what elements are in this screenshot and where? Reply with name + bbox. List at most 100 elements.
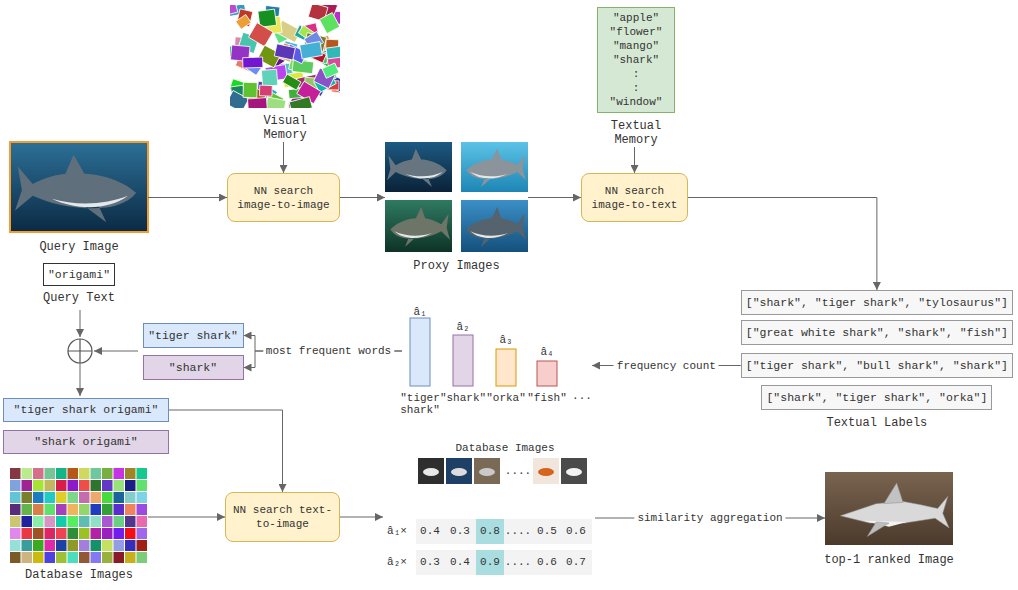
- shark-figure: [390, 207, 450, 247]
- search-box: NN search text-to-image: [225, 492, 340, 542]
- flow-connector: [634, 147, 635, 173]
- grid-photo: [68, 552, 79, 563]
- thumbnail-object: [479, 468, 495, 476]
- group-caption: Textual Labels: [826, 416, 927, 430]
- grid-photo: [33, 492, 44, 503]
- database-images: Database Images: [10, 468, 148, 582]
- search-label: NN search image-to-text: [588, 184, 681, 212]
- grid-photo: [45, 540, 56, 551]
- image-caption: top-1 ranked Image: [824, 553, 954, 567]
- word-label: "tiger shark origami": [14, 403, 159, 417]
- grid-photo: [137, 492, 148, 503]
- flow-connector: [528, 197, 581, 198]
- chart-text: 0.9: [480, 556, 500, 568]
- sum-operator: [68, 339, 92, 363]
- chart-text: â₂×: [387, 556, 407, 568]
- shark-figure: [466, 207, 526, 247]
- grid-photo: [45, 516, 56, 527]
- collage-photo: [319, 13, 339, 34]
- frequency-bar: [496, 349, 516, 386]
- illustrations: [10, 0, 953, 575]
- grid-photo: [68, 480, 79, 491]
- collage-photo: [243, 57, 263, 68]
- sum-plus: [68, 339, 92, 363]
- grid-photo: [91, 480, 102, 491]
- query-box: "tiger shark origami": [3, 398, 169, 422]
- shark-belly: [470, 172, 508, 178]
- grid-photo: [10, 504, 21, 515]
- label-list: ["tiger shark", "bull shark", "shark"]: [741, 353, 1013, 378]
- grid-photo: [10, 528, 21, 539]
- grid-photo: [102, 540, 113, 551]
- grid-photo: [91, 504, 102, 515]
- chart-text: ...: [572, 390, 592, 402]
- grid-photo: [33, 480, 44, 491]
- search-label: NN search text-to-image: [232, 503, 333, 531]
- word-label: ["great white shark", "shark", "fish"]: [746, 326, 1008, 340]
- grid-photo: [125, 552, 136, 563]
- word-label: ["shark", "tiger shark", "orka"]: [766, 391, 987, 405]
- flow-connector: [169, 410, 283, 492]
- thumbnail: [561, 458, 587, 484]
- grid-photo: [10, 492, 21, 503]
- grid-photo: [79, 552, 90, 563]
- thumbnail-photo: [561, 458, 587, 484]
- grid-photo: [22, 540, 33, 551]
- edge-label: frequency count: [614, 359, 719, 373]
- grid-photo: [125, 528, 136, 539]
- similarity-grid: [416, 458, 592, 575]
- grid-photo: [68, 540, 79, 551]
- thumbnail-photo: [474, 458, 500, 484]
- grid-photo: [56, 516, 67, 527]
- grid-photo: [137, 480, 148, 491]
- grid-photo: [33, 528, 44, 539]
- grid-photo: [125, 468, 136, 479]
- origami-photo: [825, 472, 953, 545]
- grid-photo: [22, 504, 33, 515]
- grid-photo: [91, 528, 102, 539]
- grid-photo: [10, 552, 21, 563]
- grid-photo: [91, 492, 102, 503]
- collage-photo: [248, 23, 273, 47]
- shark-body: [15, 155, 136, 222]
- label-list: ["shark", "tiger shark", "orka"]: [761, 385, 992, 410]
- origami-fin: [867, 522, 889, 537]
- grid-photo: [22, 516, 33, 527]
- grid-photo: [33, 468, 44, 479]
- query-image: Query Image: [10, 142, 148, 254]
- flow-connector: [148, 197, 227, 198]
- chart-text: 0.6: [566, 525, 586, 537]
- grid-photo: [137, 504, 148, 515]
- grid-photo: [114, 540, 125, 551]
- highlight-cell: [476, 550, 504, 575]
- memory-shape: "apple" "flower" "mango" "shark" : : "wi…: [597, 7, 675, 113]
- image-area: [10, 142, 148, 232]
- frequency-bar: [537, 361, 557, 386]
- grid-photo: [102, 480, 113, 491]
- grid-photo: [45, 468, 56, 479]
- grid-photo: [33, 504, 44, 515]
- edge-label: similarity aggregation: [634, 511, 785, 525]
- flow-arrow: [94, 351, 138, 352]
- grid-photo: [22, 552, 33, 563]
- shark-body: [387, 149, 447, 187]
- grid-photo: [102, 552, 113, 563]
- label-list: ["shark", "tiger shark", "tylosaurus"]: [741, 290, 1013, 315]
- grid-photo: [22, 480, 33, 491]
- word-label: ["shark", "tiger shark", "tylosaurus"]: [746, 296, 1008, 310]
- origami-fin: [884, 483, 903, 504]
- photo-background: [461, 200, 528, 252]
- word-label: "shark": [169, 361, 217, 375]
- photo-background: [461, 142, 528, 192]
- grid-photo: [45, 552, 56, 563]
- grid-photo: [56, 492, 67, 503]
- grid-photo: [114, 552, 125, 563]
- grid-photo: [56, 528, 67, 539]
- chart-text: 0.4: [420, 525, 440, 537]
- grid-photo: [68, 468, 79, 479]
- grid-photo: [125, 492, 136, 503]
- thumbnail-object: [538, 468, 554, 476]
- query-frame: [10, 142, 148, 232]
- chart-text: "orka": [486, 392, 526, 404]
- chart-text: â₂: [456, 321, 469, 333]
